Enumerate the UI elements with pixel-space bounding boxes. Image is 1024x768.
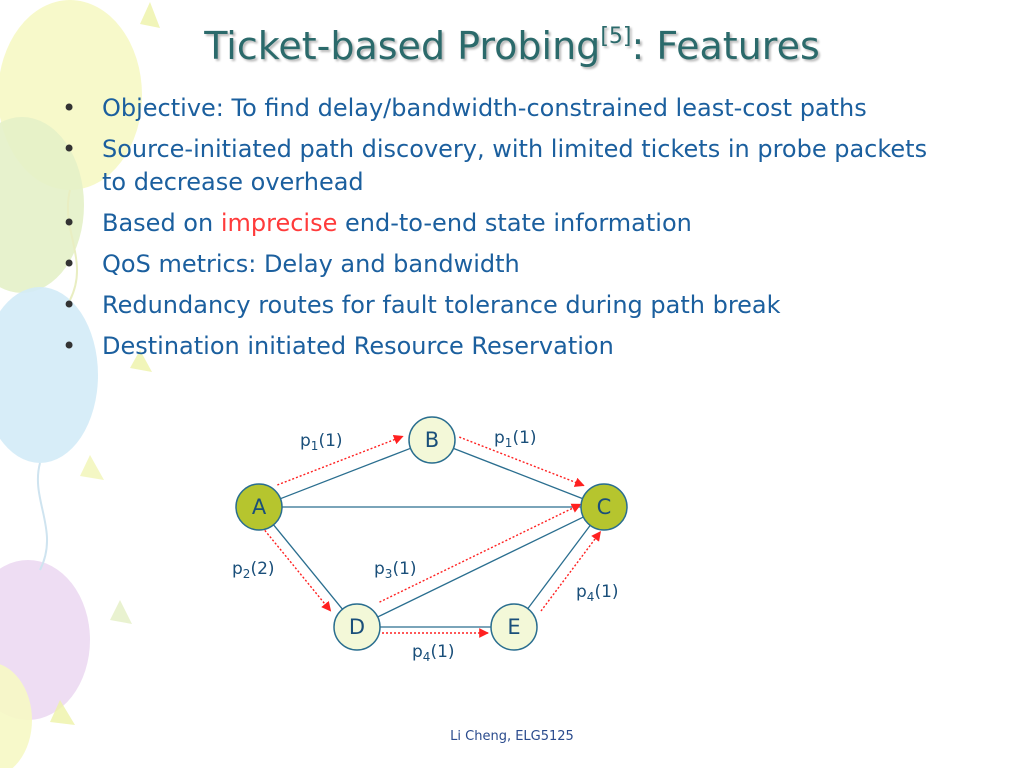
node-circle-e <box>490 603 538 651</box>
node-label-d: D <box>349 615 365 639</box>
link-b-c <box>453 447 583 500</box>
balloon-yellow-small <box>0 664 32 768</box>
link-a-d <box>273 524 343 610</box>
probe-label-p2-a-d: p2(2) <box>232 559 275 581</box>
bullet-dot: • <box>62 209 77 237</box>
probe-label-p4-e-c: p4(1) <box>576 582 619 604</box>
confetti <box>130 350 152 372</box>
probe-name: p <box>232 559 243 579</box>
bullet-qos-metrics: • QoS metrics: Delay and bandwidth <box>62 248 942 281</box>
bullet-imprecise-state: • Based on imprecise end-to-end state inf… <box>62 207 942 240</box>
balloon-string <box>36 462 49 571</box>
node-label-e: E <box>507 615 520 639</box>
bullet-reservation: • Destination initiated Resource Reservat… <box>62 330 942 363</box>
title-reference: [5] <box>600 24 632 49</box>
probe-tickets: (2) <box>250 559 274 579</box>
probe-subscript: 3 <box>385 567 393 581</box>
node-b: B <box>408 416 456 464</box>
title-rest: : Features <box>631 24 820 68</box>
bullet-text: Objective: To find delay/bandwidth-const… <box>102 94 867 122</box>
probe-arrow-a-d <box>264 529 332 612</box>
footer-credit: Li Cheng, ELG5125 <box>450 729 574 744</box>
probe-name: p <box>374 559 385 579</box>
probe-subscript: 1 <box>311 439 319 453</box>
probe-subscript: 4 <box>587 590 595 604</box>
slide-title: Ticket-based Probing[5]: Features <box>0 24 1024 68</box>
bullet-dot: • <box>62 332 77 360</box>
links-layer <box>273 447 591 628</box>
probe-name: p <box>494 428 505 448</box>
title-main: Ticket-based Probing <box>204 24 601 68</box>
bullet-list: • Objective: To find delay/bandwidth-cons… <box>62 92 942 371</box>
probes-layer <box>264 435 601 638</box>
probe-tickets: (1) <box>512 428 536 448</box>
probe-tickets: (1) <box>594 582 618 602</box>
probe-name: p <box>300 431 311 451</box>
probe-arrow-d-c <box>379 503 582 603</box>
bullet-highlight-word: imprecise <box>220 209 338 237</box>
bullet-text: Source-initiated path discovery, with li… <box>102 135 928 196</box>
probe-labels-layer: p1(1)p1(1)p2(2)p3(1)p4(1)p4(1) <box>232 428 619 664</box>
balloon-blue <box>0 287 98 463</box>
nodes-layer: A B C D E <box>235 416 628 651</box>
probe-label-p1-a-b: p1(1) <box>300 431 343 453</box>
bullet-text: QoS metrics: Delay and bandwidth <box>102 250 520 278</box>
bullet-text-after: end-to-end state information <box>337 209 692 237</box>
node-c: C <box>580 483 628 531</box>
confetti <box>110 600 132 624</box>
confetti <box>50 700 75 725</box>
node-d: D <box>333 603 381 651</box>
link-a-b <box>280 447 411 500</box>
node-label-c: C <box>597 495 612 519</box>
probe-subscript: 2 <box>243 567 251 581</box>
confetti <box>80 455 104 480</box>
confetti <box>140 2 160 28</box>
bullet-text-before: Based on <box>102 209 221 237</box>
bullet-text: Destination initiated Resource Reservati… <box>102 332 614 360</box>
bullet-redundancy: • Redundancy routes for fault tolerance d… <box>62 289 942 322</box>
bullet-path-discovery: • Source-initiated path discovery, with l… <box>62 133 942 199</box>
node-a: A <box>235 483 283 531</box>
probe-label-p3-d-c: p3(1) <box>374 559 417 581</box>
probe-subscript: 1 <box>505 436 513 450</box>
probe-tickets: (1) <box>318 431 342 451</box>
node-e: E <box>490 603 538 651</box>
node-circle-d <box>333 603 381 651</box>
probe-name: p <box>412 642 423 662</box>
probe-label-p4-d-e: p4(1) <box>412 642 455 664</box>
link-e-c <box>527 525 591 609</box>
probe-subscript: 4 <box>423 650 431 664</box>
node-label-a: A <box>252 495 267 519</box>
balloon-purple <box>0 560 90 720</box>
bullet-objective: • Objective: To find delay/bandwidth-cons… <box>62 92 942 125</box>
probe-name: p <box>576 582 587 602</box>
link-d-c <box>377 516 584 618</box>
node-label-b: B <box>425 428 439 452</box>
probe-tickets: (1) <box>430 642 454 662</box>
node-circle-c <box>580 483 628 531</box>
node-circle-a <box>235 483 283 531</box>
bullet-dot: • <box>62 250 77 278</box>
probe-arrow-a-b <box>277 435 404 486</box>
probe-tickets: (1) <box>392 559 416 579</box>
probe-label-p1-b-c: p1(1) <box>494 428 537 450</box>
balloon-string <box>66 189 79 301</box>
bullet-dot: • <box>62 135 77 163</box>
bullet-text: Redundancy routes for fault tolerance du… <box>102 291 781 319</box>
balloon-green <box>0 117 84 293</box>
bullet-dot: • <box>62 94 77 122</box>
bullet-dot: • <box>62 291 77 319</box>
node-circle-b <box>408 416 456 464</box>
probe-arrow-e-c <box>540 531 601 612</box>
